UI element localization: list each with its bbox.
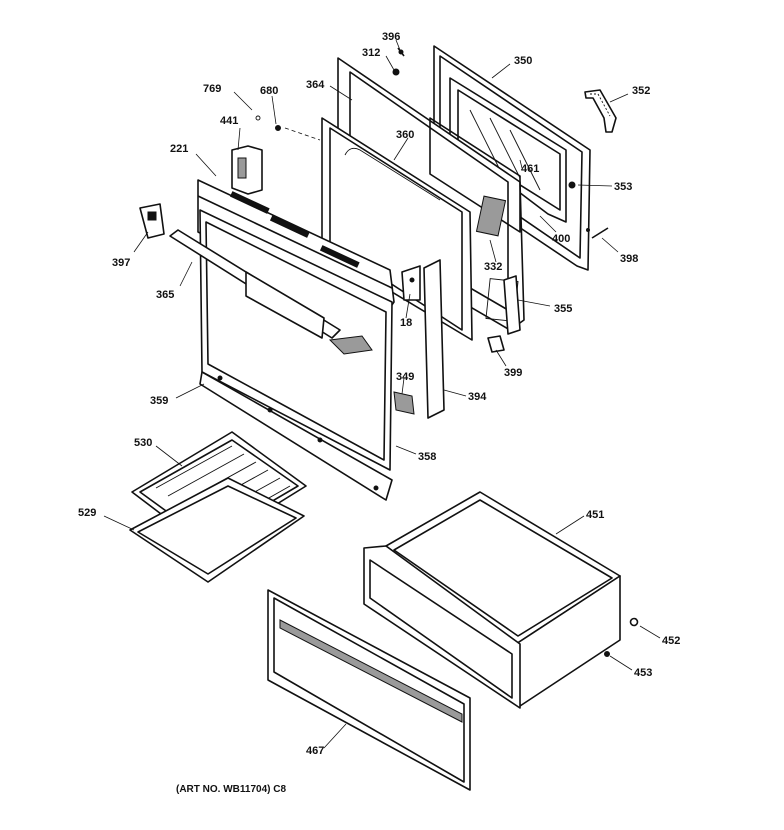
callout-397: 397	[112, 257, 130, 269]
hinge-441	[231, 145, 263, 195]
gasket-352	[584, 89, 617, 133]
callout-452: 452	[662, 635, 680, 647]
callout-529: 529	[78, 507, 96, 519]
callout-350: 350	[514, 55, 532, 67]
callout-360: 360	[396, 129, 414, 141]
callout-349: 349	[396, 371, 414, 383]
drawer-front-467	[267, 589, 471, 791]
art-number-caption: (ART NO. WB11704) C8	[176, 784, 286, 795]
callout-680: 680	[260, 85, 278, 97]
callout-400: 400	[552, 233, 570, 245]
callout-332: 332	[484, 261, 502, 273]
callout-312: 312	[362, 47, 380, 59]
part-399	[487, 335, 505, 353]
callout-396: 396	[382, 31, 400, 43]
drawer-hardware	[604, 617, 639, 657]
bottom-trim-359	[199, 371, 393, 501]
callout-769: 769	[203, 83, 221, 95]
screw-398	[591, 227, 609, 239]
door-front-358	[169, 209, 393, 471]
callout-451: 451	[586, 509, 604, 521]
callout-399: 399	[504, 367, 522, 379]
hinge-355	[503, 275, 521, 335]
callout-461: 461	[521, 163, 539, 175]
part-349	[393, 391, 415, 415]
callout-221: 221	[170, 143, 188, 155]
bracket-397	[139, 203, 165, 239]
callout-530: 530	[134, 437, 152, 449]
callout-359: 359	[150, 395, 168, 407]
callout-441: 441	[220, 115, 238, 127]
side-strip-394	[401, 259, 445, 419]
door-outer-panel-350	[433, 45, 591, 271]
callout-355: 355	[554, 303, 572, 315]
drawer-451	[363, 491, 621, 709]
callout-18: 18	[400, 317, 412, 329]
callout-358: 358	[418, 451, 436, 463]
callout-353: 353	[614, 181, 632, 193]
callout-364: 364	[306, 79, 325, 91]
broiler-pan-529	[129, 477, 305, 583]
small-hardware-top	[255, 47, 405, 141]
leader-lines	[103, 39, 661, 749]
callout-398: 398	[620, 253, 638, 265]
callout-365: 365	[156, 289, 174, 301]
callout-394: 394	[468, 391, 487, 403]
callout-453: 453	[634, 667, 652, 679]
callout-352: 352	[632, 85, 650, 97]
callout-467: 467	[306, 745, 324, 757]
callout-labels: 396 312 350 352 769 680 364 441 360 461 …	[78, 31, 680, 757]
